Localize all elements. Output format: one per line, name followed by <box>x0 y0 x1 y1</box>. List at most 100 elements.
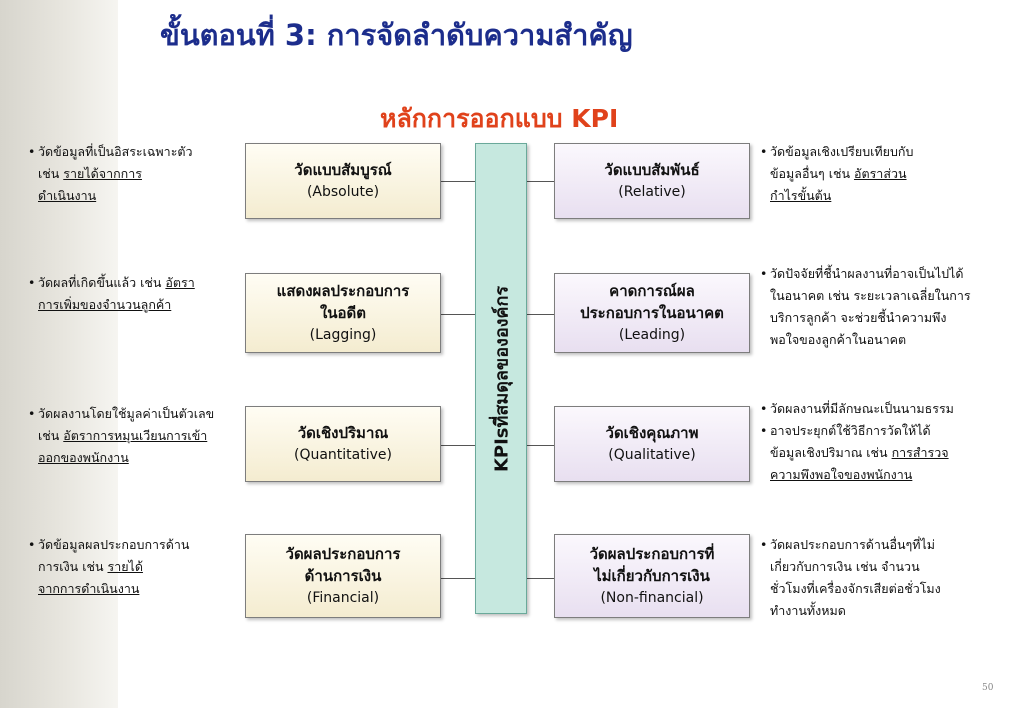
example-link-text: รายได้จากการ <box>63 166 142 181</box>
financial-box: วัดผลประกอบการ ด้านการเงิน (Financial) <box>245 534 441 618</box>
note-text: วัดข้อมูลเชิงเปรียบเทียบกับ <box>770 144 914 159</box>
lagging-note: วัดผลที่เกิดขึ้นแล้ว เช่น อัตราการเพิ่มข… <box>28 272 240 316</box>
note-line: วัดผลงานโดยใช้มูลค่าเป็นตัวเลข <box>38 403 240 425</box>
balanced-kpi-label: KPIsที่สมดุลขององค์กร <box>491 285 513 472</box>
example-link-text: จากการดำเนินงาน <box>38 581 140 596</box>
note-line: การเพิ่มของจำนวนลูกค้า <box>38 294 240 316</box>
note-line: ความพึงพอใจของพนักงาน <box>770 464 1010 486</box>
connector <box>527 578 554 579</box>
box-title: แสดงผลประกอบการ <box>276 282 410 300</box>
note-line: เช่น รายได้จากการ <box>38 163 240 185</box>
connector <box>527 181 554 182</box>
non-financial-box: วัดผลประกอบการที่ ไม่เกี่ยวกับการเงิน (N… <box>554 534 750 618</box>
note-text: วัดข้อมูลที่เป็นอิสระเฉพาะตัว <box>38 144 193 159</box>
example-link-text: ดำเนินงาน <box>38 188 97 203</box>
connector <box>441 314 475 315</box>
bullet-item: วัดผลงานที่มีลักษณะเป็นนามธรรม <box>760 398 1010 420</box>
bullet-item: วัดข้อมูลเชิงเปรียบเทียบกับข้อมูลอื่นๆ เ… <box>760 141 1010 207</box>
note-text: ข้อมูลเชิงปริมาณ เช่น <box>770 445 892 460</box>
note-line: กำไรขั้นต้น <box>770 185 1010 207</box>
example-link-text: รายได้ <box>107 559 143 574</box>
example-link-text: อัตรา <box>165 275 195 290</box>
connector <box>441 445 475 446</box>
note-line: เกี่ยวกับการเงิน เช่น จำนวน <box>770 556 1010 578</box>
diagram-subtitle: หลักการออกแบบ KPI <box>380 104 619 133</box>
note-line: บริการลูกค้า จะช่วยชี้นำความพึง <box>770 307 1016 329</box>
note-text: วัดผลประกอบการด้านอื่นๆที่ไม่ <box>770 537 936 552</box>
note-line: เช่น อัตราการหมุนเวียนการเข้า <box>38 425 240 447</box>
note-line: ข้อมูลอื่นๆ เช่น อัตราส่วน <box>770 163 1010 185</box>
leading-note: วัดปัจจัยที่ชี้นำผลงานที่อาจเป็นไปได้ในอ… <box>760 263 1016 351</box>
note-line: ดำเนินงาน <box>38 185 240 207</box>
note-text: พอใจของลูกค้าในอนาคต <box>770 332 907 347</box>
relative-note: วัดข้อมูลเชิงเปรียบเทียบกับข้อมูลอื่นๆ เ… <box>760 141 1010 207</box>
note-line: ทำงานทั้งหมด <box>770 600 1010 622</box>
bullet-item: วัดผลที่เกิดขึ้นแล้ว เช่น อัตราการเพิ่มข… <box>28 272 240 316</box>
note-line: พอใจของลูกค้าในอนาคต <box>770 329 1016 351</box>
box-title: ในอดีต <box>319 304 367 322</box>
note-text: ทำงานทั้งหมด <box>770 603 846 618</box>
note-line: วัดข้อมูลผลประกอบการด้าน <box>38 534 240 556</box>
connector <box>527 314 554 315</box>
example-link-text: อัตราการหมุนเวียนการเข้า <box>63 428 208 443</box>
qualitative-note: วัดผลงานที่มีลักษณะเป็นนามธรรมอาจประยุกต… <box>760 398 1010 486</box>
note-line: วัดข้อมูลเชิงเปรียบเทียบกับ <box>770 141 1010 163</box>
connector <box>441 578 475 579</box>
box-english: (Relative) <box>618 184 686 200</box>
box-english: (Qualitative) <box>608 447 696 463</box>
note-line: ออกของพนักงาน <box>38 447 240 469</box>
bullet-item: วัดข้อมูลที่เป็นอิสระเฉพาะตัวเช่น รายได้… <box>28 141 240 207</box>
note-text: วัดผลงานโดยใช้มูลค่าเป็นตัวเลข <box>38 406 215 421</box>
slide-title: ขั้นตอนที่ 3: การจัดลำดับความสำคัญ <box>160 18 633 52</box>
example-link-text: กำไรขั้นต้น <box>770 188 832 203</box>
balanced-kpi-center-box: KPIsที่สมดุลขององค์กร <box>475 143 527 614</box>
note-line: วัดผลงานที่มีลักษณะเป็นนามธรรม <box>770 398 1010 420</box>
box-title: ด้านการเงิน <box>304 567 382 585</box>
box-title: ประกอบการในอนาคต <box>580 304 724 322</box>
box-title: ไม่เกี่ยวกับการเงิน <box>594 567 710 585</box>
note-text: การเงิน เช่น <box>38 559 108 574</box>
note-line: ในอนาคต เช่น ระยะเวลาเฉลี่ยในการ <box>770 285 1016 307</box>
note-text: อาจประยุกต์ใช้วิธีการวัดให้ได้ <box>770 423 931 438</box>
box-title: วัดแบบสัมบูรณ์ <box>294 161 392 179</box>
page-number: 50 <box>982 683 994 693</box>
slide-sidebar-decoration <box>0 0 118 708</box>
box-title: วัดผลประกอบการ <box>285 545 401 563</box>
box-title: วัดเชิงปริมาณ <box>297 424 389 442</box>
note-text: วัดข้อมูลผลประกอบการด้าน <box>38 537 190 552</box>
box-english: (Quantitative) <box>294 447 392 463</box>
bullet-item: วัดข้อมูลผลประกอบการด้านการเงิน เช่น ราย… <box>28 534 240 600</box>
relative-box: วัดแบบสัมพันธ์ (Relative) <box>554 143 750 219</box>
box-english: (Lagging) <box>309 327 377 343</box>
note-text: วัดผลงานที่มีลักษณะเป็นนามธรรม <box>770 401 954 416</box>
note-text: วัดปัจจัยที่ชี้นำผลงานที่อาจเป็นไปได้ <box>770 266 964 281</box>
connector <box>441 181 475 182</box>
box-title: คาดการณ์ผล <box>609 282 695 300</box>
box-title: วัดเชิงคุณภาพ <box>605 424 699 442</box>
note-text: ข้อมูลอื่นๆ เช่น <box>770 166 854 181</box>
box-english: (Leading) <box>618 327 686 343</box>
non-financial-note: วัดผลประกอบการด้านอื่นๆที่ไม่เกี่ยวกับกา… <box>760 534 1010 622</box>
absolute-box: วัดแบบสัมบูรณ์ (Absolute) <box>245 143 441 219</box>
note-line: วัดข้อมูลที่เป็นอิสระเฉพาะตัว <box>38 141 240 163</box>
note-text: บริการลูกค้า จะช่วยชี้นำความพึง <box>770 310 947 325</box>
note-line: อาจประยุกต์ใช้วิธีการวัดให้ได้ <box>770 420 1010 442</box>
note-line: วัดปัจจัยที่ชี้นำผลงานที่อาจเป็นไปได้ <box>770 263 1016 285</box>
example-link-text: ความพึงพอใจของพนักงาน <box>770 467 913 482</box>
example-link-text: การสำรวจ <box>891 445 949 460</box>
financial-note: วัดข้อมูลผลประกอบการด้านการเงิน เช่น ราย… <box>28 534 240 600</box>
connector <box>527 445 554 446</box>
box-title: วัดผลประกอบการที่ <box>589 545 715 563</box>
note-line: วัดผลประกอบการด้านอื่นๆที่ไม่ <box>770 534 1010 556</box>
note-text: เช่น <box>38 166 64 181</box>
bullet-item: วัดปัจจัยที่ชี้นำผลงานที่อาจเป็นไปได้ในอ… <box>760 263 1016 351</box>
lagging-box: แสดงผลประกอบการ ในอดีต (Lagging) <box>245 273 441 353</box>
note-text: ชั่วโมงที่เครื่องจักรเสียต่อชั่วโมง <box>770 581 941 596</box>
box-english: (Non-financial) <box>600 590 704 606</box>
note-line: วัดผลที่เกิดขึ้นแล้ว เช่น อัตรา <box>38 272 240 294</box>
example-link-text: การเพิ่มของจำนวนลูกค้า <box>38 297 172 312</box>
leading-box: คาดการณ์ผล ประกอบการในอนาคต (Leading) <box>554 273 750 353</box>
absolute-note: วัดข้อมูลที่เป็นอิสระเฉพาะตัวเช่น รายได้… <box>28 141 240 207</box>
